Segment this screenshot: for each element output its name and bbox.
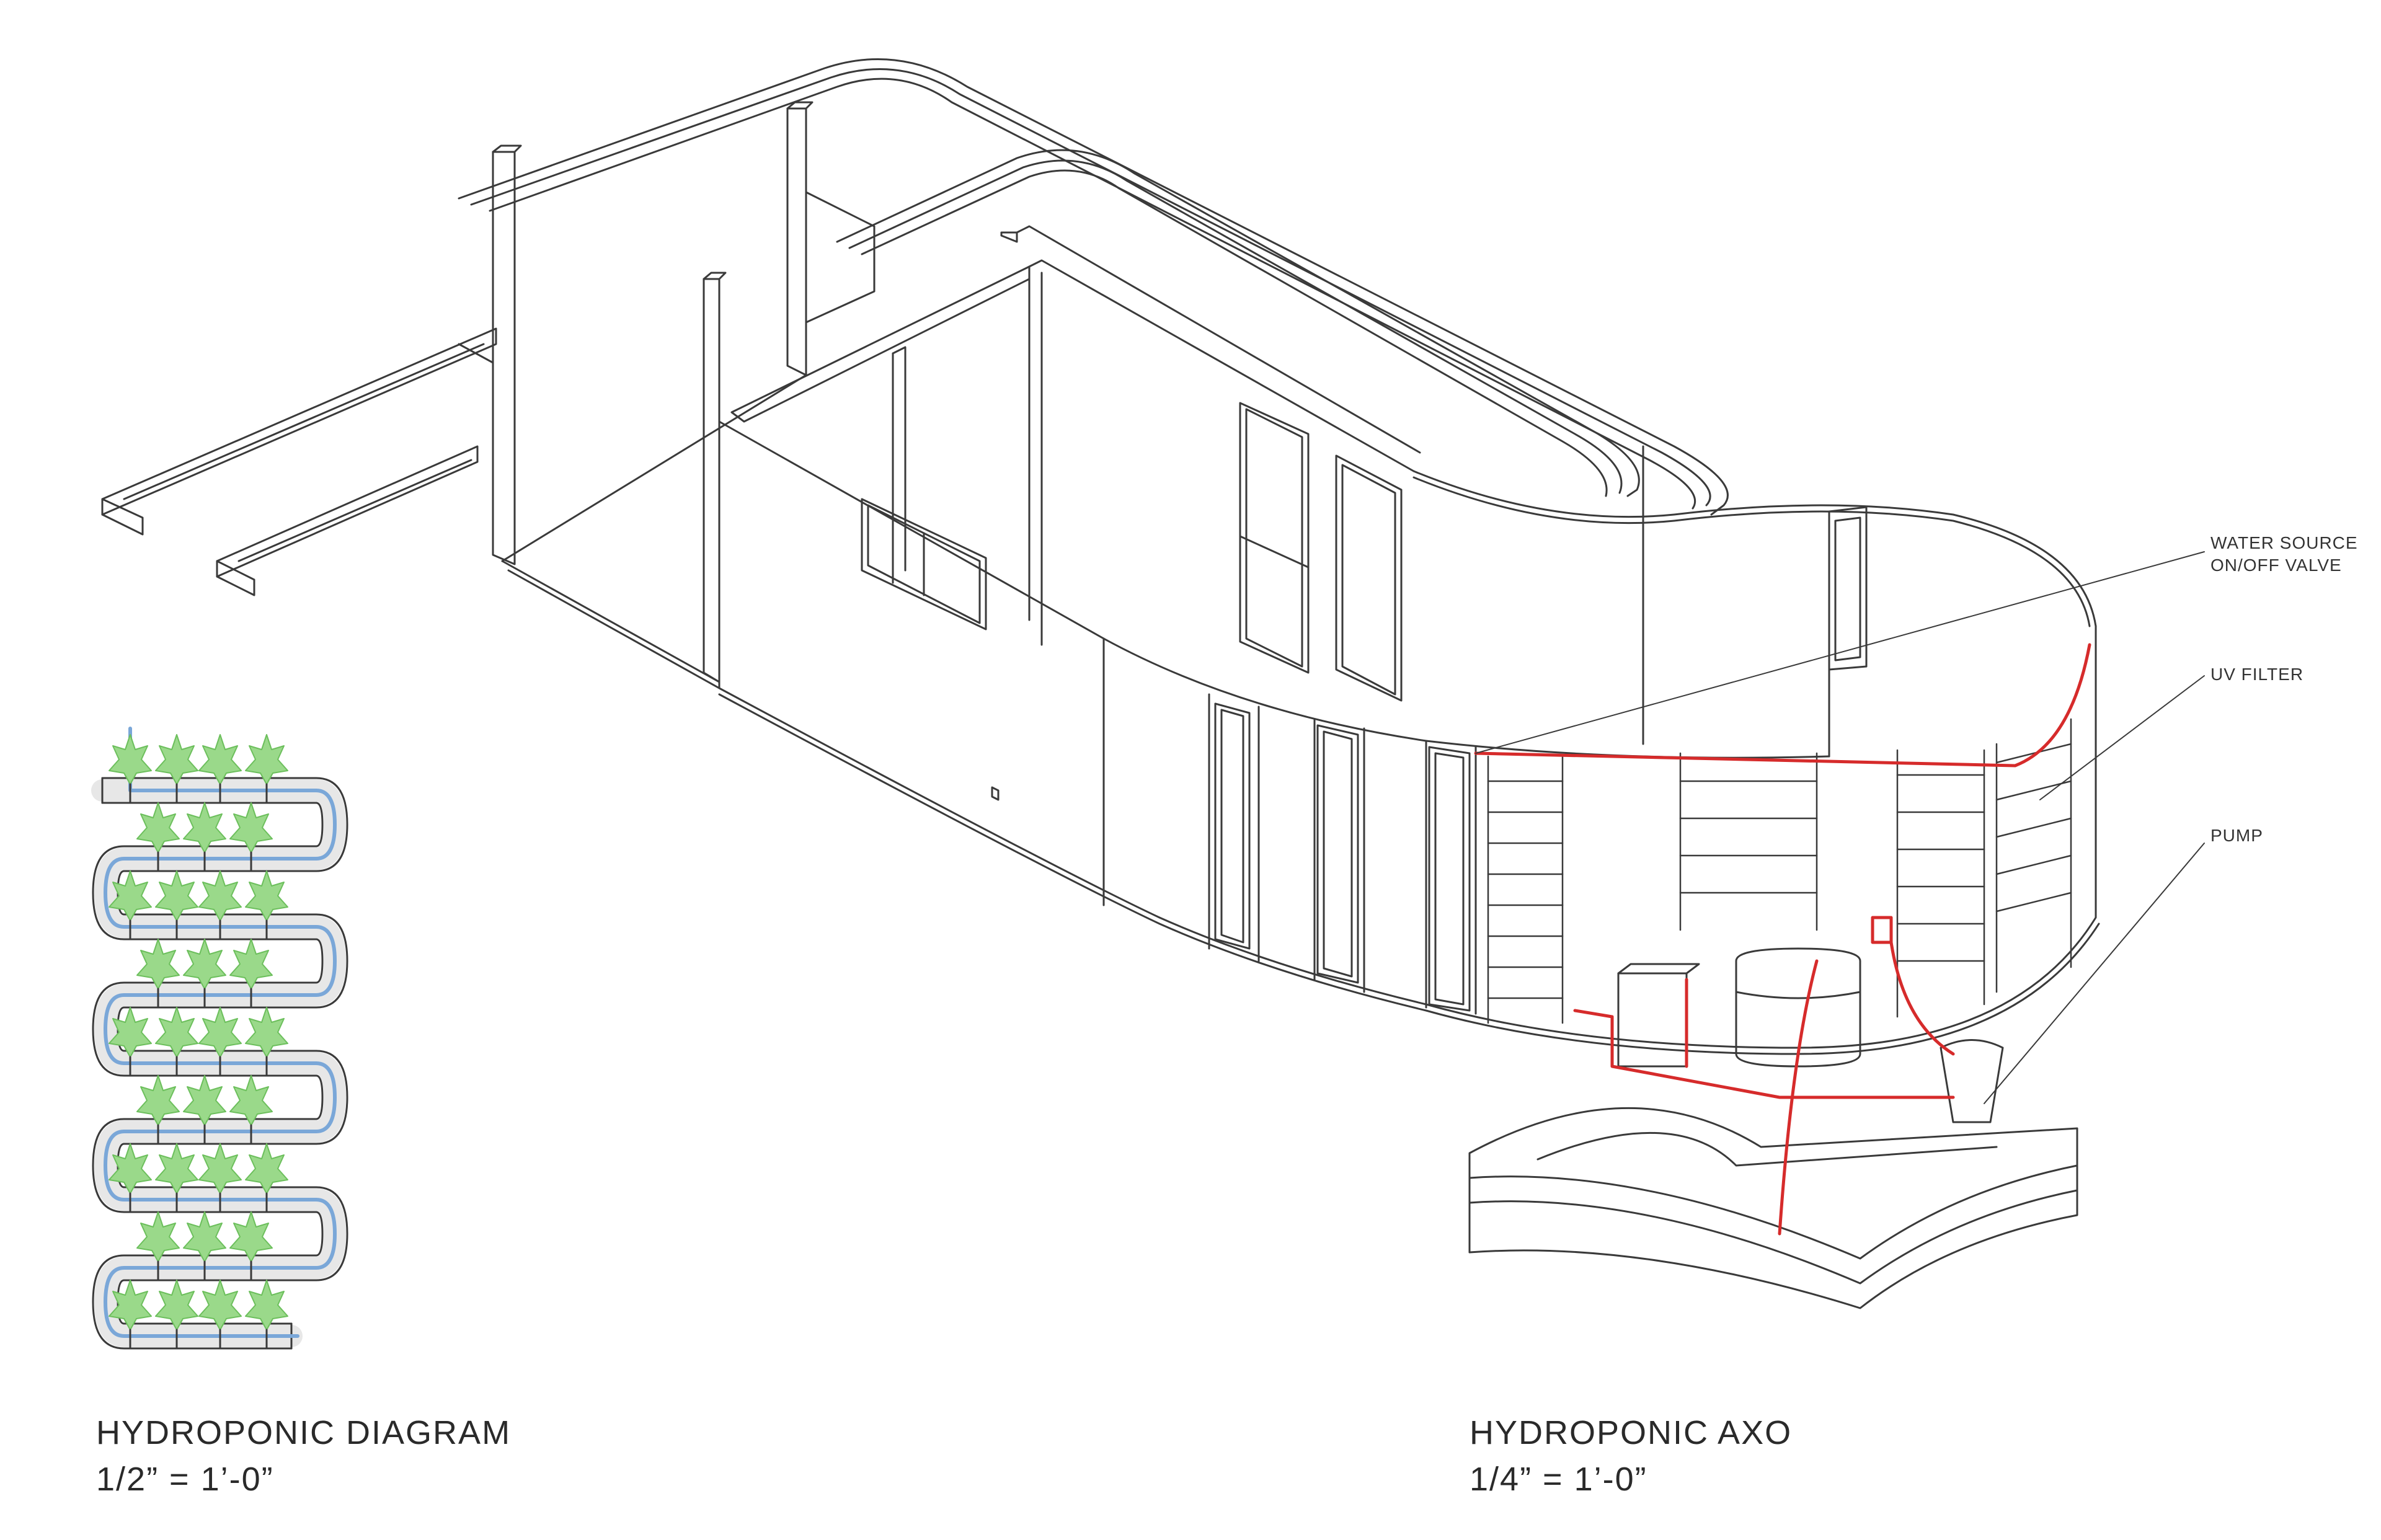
plant-icon	[109, 1280, 152, 1330]
plant-icon	[183, 1075, 226, 1126]
callout-leaders	[1475, 551, 2205, 1104]
water-source-callout: WATER SOURCE ON/OFF VALVE	[2210, 532, 2358, 577]
plant-icon	[183, 802, 226, 853]
diagram-caption-scale: 1/2” = 1’-0”	[96, 1461, 274, 1498]
plant-icon	[136, 1211, 180, 1262]
plant-icon	[155, 1280, 198, 1330]
plant-icon	[136, 939, 180, 989]
plant-icon	[183, 1211, 226, 1262]
plant-icon	[183, 939, 226, 989]
plant-icon	[245, 1280, 288, 1330]
plant-icon	[198, 1143, 242, 1194]
plant-icon	[245, 1007, 288, 1058]
axo-caption-scale: 1/4” = 1’-0”	[1470, 1461, 1647, 1498]
plant-icon	[229, 1211, 273, 1262]
plant-icon	[155, 734, 198, 785]
axo-caption-title: HYDROPONIC AXO	[1470, 1414, 1793, 1451]
plant-icon	[109, 734, 152, 785]
water-supply-lines	[1474, 643, 2091, 1236]
plant-icon	[198, 734, 242, 785]
plant-icon	[109, 1143, 152, 1194]
plant-icon	[136, 802, 180, 853]
water-source-line1: WATER SOURCE	[2210, 533, 2358, 552]
plant-icon	[155, 1007, 198, 1058]
plant-icon	[229, 939, 273, 989]
plant-icon	[198, 1007, 242, 1058]
plant-icon	[109, 1007, 152, 1058]
plant-icon	[155, 1143, 198, 1194]
plant-icon	[229, 802, 273, 853]
plant-icon	[109, 870, 152, 921]
plant-icon	[245, 1143, 288, 1194]
plant-icon	[136, 1075, 180, 1126]
pump-callout: PUMP	[2210, 826, 2263, 845]
plant-icon	[245, 870, 288, 921]
uv-filter-callout: UV FILTER	[2210, 665, 2304, 684]
plant-icon	[229, 1075, 273, 1126]
plant-icon	[155, 870, 198, 921]
plant-icon	[198, 870, 242, 921]
plant-icon	[245, 734, 288, 785]
building-axo	[101, 58, 2100, 1309]
plant-icon	[198, 1280, 242, 1330]
water-source-line2: ON/OFF VALVE	[2210, 555, 2342, 575]
diagram-caption-title: HYDROPONIC DIAGRAM	[96, 1414, 512, 1451]
plant-row-group	[109, 734, 288, 1350]
